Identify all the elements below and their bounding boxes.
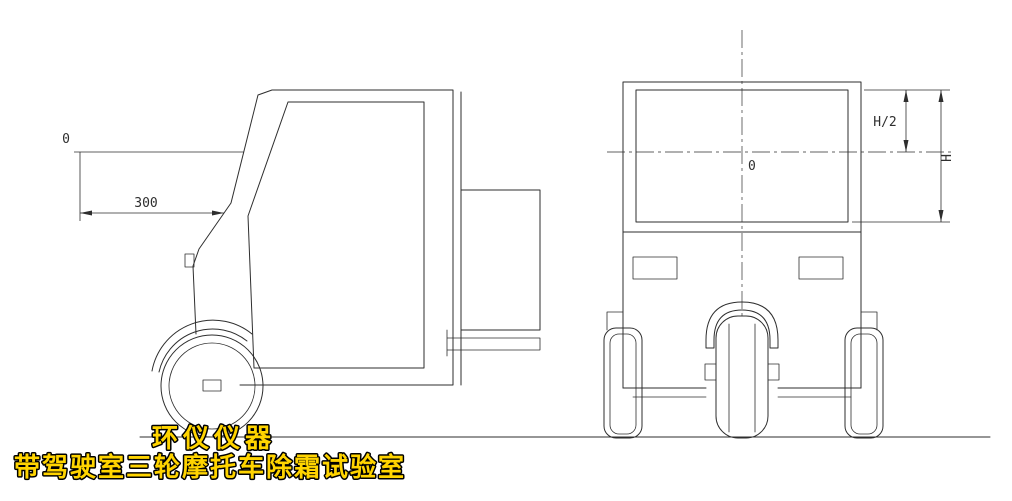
caption-subtitle: 带驾驶室三轮摩托车除霜试验室 [14,452,406,483]
axle-tab-left [704,363,717,381]
centerlines [607,30,952,318]
caption-brand: 环仪仪器 [152,424,276,454]
zero-front-label: 0 [748,159,756,174]
rear-wheel-right [844,327,884,439]
windshield [635,89,849,223]
headlight-right [798,256,844,280]
dimension-zero-front: 0 [748,159,756,174]
headlight-left [632,256,678,280]
dimension-300-label: 300 [134,196,157,211]
fender-step-right [860,311,878,331]
front-tire [715,315,769,439]
front-wheel-inner [168,342,256,430]
cab-outline [192,89,454,386]
rear-wheel-left-inner [609,333,637,435]
front-wheel-outer [160,334,264,438]
side-view [151,89,541,438]
front-view [603,81,884,439]
door-window-outline [247,101,425,369]
h-label: H [940,154,955,162]
caption: 环仪仪器 带驾驶室三轮摩托车除霜试验室 [13,423,406,485]
dimension-300: 300 [79,152,224,221]
h-half-label: H/2 [873,115,896,130]
frame-rails [446,329,541,357]
front-tire-treads [728,323,756,433]
rear-wheel-left [603,327,643,439]
dimension-h: H [852,90,955,223]
wheel-axle-detail [202,379,222,392]
door-hinge-detail [184,253,195,268]
cargo-box [460,189,541,331]
front-fender-side [151,319,253,373]
axle-tab-right [767,363,780,381]
zero-side-label: 0 [62,132,70,147]
rear-wheel-right-inner [850,333,878,435]
dimension-zero-side: 0 [62,132,244,153]
fender-step-left [606,311,624,331]
dimension-h-half: H/2 [864,89,950,152]
